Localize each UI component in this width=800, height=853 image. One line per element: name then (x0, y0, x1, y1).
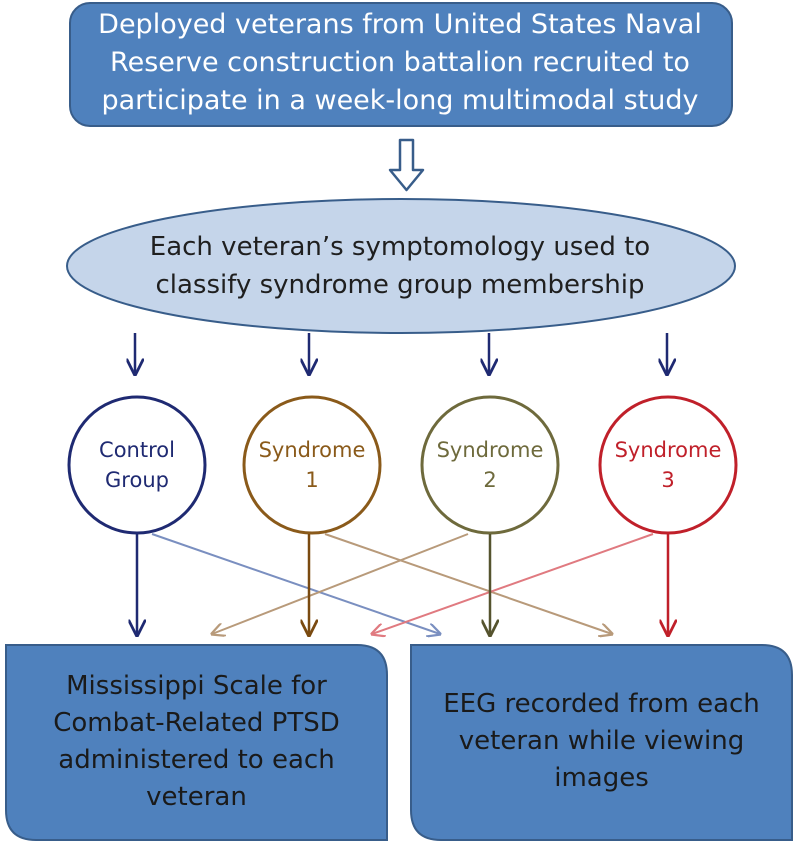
group-label-line: 3 (661, 468, 675, 492)
eeg-line: images (554, 763, 649, 793)
syndrome2-to-mississippi-arrow (212, 533, 469, 634)
control-group-circle (67, 395, 207, 535)
eeg-box-text: EEG recorded from each veteran while vie… (411, 686, 792, 797)
eeg-box (410, 644, 793, 841)
mississippi-box (5, 644, 388, 841)
syndrome3-circle (598, 395, 738, 535)
group-label-line: Syndrome (614, 438, 722, 462)
syndrome2-circle (420, 395, 560, 535)
top-box-line: Reserve construction battalion recruited… (110, 47, 690, 78)
syndrome3-label: Syndrome 3 (598, 435, 738, 495)
group-label-line: Syndrome (436, 438, 544, 462)
group-label-line: Control (99, 438, 175, 462)
eeg-line: veteran while viewing (458, 726, 745, 756)
mississippi-line: veteran (146, 782, 247, 812)
syndrome1-label: Syndrome 1 (242, 435, 382, 495)
group-label-line: Syndrome (258, 438, 366, 462)
classification-oval (66, 198, 736, 334)
oval-line: classify syndrome group membership (155, 270, 645, 300)
top-box-text: Deployed veterans from United States Nav… (70, 6, 730, 120)
top-box (69, 2, 733, 127)
syndrome1-to-eeg-arrow (324, 533, 612, 634)
oval-line: Each veteran’s symptomology used to (149, 232, 651, 262)
syndrome2-label: Syndrome 2 (420, 435, 560, 495)
control-to-eeg-arrow (151, 533, 440, 634)
hollow-down-arrow (388, 138, 425, 192)
group-label-line: Group (105, 468, 169, 492)
eeg-line: EEG recorded from each (443, 689, 760, 719)
top-box-line: Deployed veterans from United States Nav… (98, 9, 702, 40)
mississippi-line: Combat-Related PTSD (53, 708, 340, 738)
syndrome1-circle (242, 395, 382, 535)
group-label-line: 1 (305, 468, 319, 492)
group-label-line: 2 (483, 468, 497, 492)
mississippi-box-text: Mississippi Scale for Combat-Related PTS… (6, 668, 387, 816)
control-group-label: Control Group (67, 435, 207, 495)
mississippi-line: Mississippi Scale for (66, 671, 327, 701)
mississippi-line: administered to each (58, 745, 335, 775)
top-box-line: participate in a week-long multimodal st… (101, 85, 699, 116)
syndrome3-to-mississippi-arrow (372, 533, 654, 634)
oval-text: Each veteran’s symptomology used to clas… (70, 228, 730, 304)
